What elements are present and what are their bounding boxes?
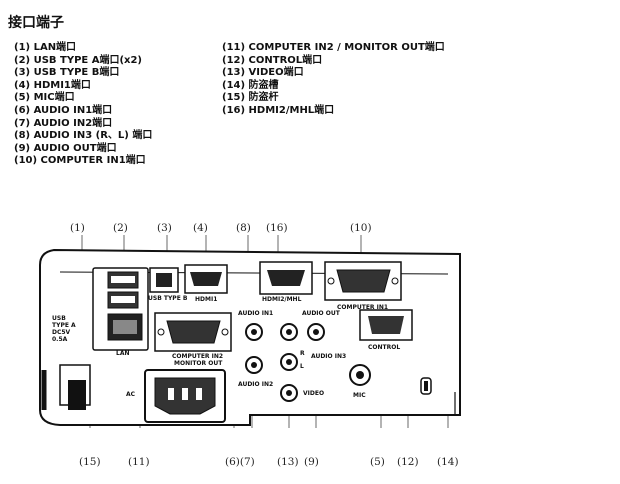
audio-ports: AUDIO IN1 AUDIO IN2 R L AUDIO IN3 VIDEO … <box>238 310 346 402</box>
projector-rear-panel-diagram: (1) (2) (3) (4) (8) (16) (10) (15) (11) … <box>39 222 461 468</box>
lan-label: LAN <box>116 350 130 357</box>
callout-10: (10) <box>350 222 372 234</box>
audio-in1-label: AUDIO IN1 <box>238 310 273 317</box>
port-list-left: (1) LAN端口 (2) USB TYPE A端口(x2) (3) USB T… <box>14 42 152 168</box>
callout-2: (2) <box>113 222 128 234</box>
list-item: (3) USB TYPE B端口 <box>14 67 120 79</box>
hdmi2-mhl-port: HDMI2/MHL <box>259 261 313 303</box>
usb-type-b-port: USB TYPE B <box>148 267 188 302</box>
security-slot <box>420 377 432 395</box>
list-item: (16) HDMI2/MHL端口 <box>222 104 335 116</box>
audio-in3-label: AUDIO IN3 <box>311 353 346 360</box>
list-item: (2) USB TYPE A端口(x2) <box>14 54 142 66</box>
callout-14: (14) <box>437 456 459 468</box>
callout-4: (4) <box>193 222 208 234</box>
hdmi1-port: HDMI1 <box>184 264 228 303</box>
list-item: (10) COMPUTER IN1端口 <box>14 155 146 167</box>
computer-in1-port: COMPUTER IN1 <box>324 261 402 311</box>
computer-in2-label: COMPUTER IN2 <box>172 353 223 360</box>
callout-11: (11) <box>128 456 150 468</box>
list-item: (5) MIC端口 <box>14 92 75 104</box>
callout-12: (12) <box>397 456 419 468</box>
computer-in2-port: COMPUTER IN2 MONITOR OUT <box>154 312 232 367</box>
list-item: (15) 防盗杆 <box>222 92 279 104</box>
callout-15: (15) <box>79 456 101 468</box>
list-item: (14) 防盗槽 <box>222 79 279 91</box>
control-port: CONTROL <box>359 309 413 351</box>
video-label: VIDEO <box>303 390 324 397</box>
callout-1: (1) <box>70 222 85 234</box>
list-item: (7) AUDIO IN2端口 <box>14 117 113 129</box>
mic-port: MIC <box>349 364 371 399</box>
list-item: (12) CONTROL端口 <box>222 54 323 66</box>
ac-label: AC <box>126 391 136 398</box>
control-label: CONTROL <box>368 344 400 351</box>
callout-8: (8) <box>236 222 251 234</box>
list-item: (11) COMPUTER IN2 / MONITOR OUT端口 <box>222 42 445 53</box>
ac-inlet: AC <box>126 369 226 423</box>
callout-13: (13) <box>277 456 299 468</box>
usb-type-a-label-line4: 0.5A <box>52 336 68 343</box>
port-list-right: (11) COMPUTER IN2 / MONITOR OUT端口 (12) C… <box>222 42 445 118</box>
page-title: 接口端子 <box>8 15 64 31</box>
usb-lan-group: USB TYPE A DC5V 0.5A LAN <box>52 267 149 357</box>
list-item: (13) VIDEO端口 <box>222 67 304 79</box>
audio-r-label: R <box>300 350 305 357</box>
usb-type-b-label: USB TYPE B <box>148 295 188 302</box>
audio-out-label: AUDIO OUT <box>302 310 341 317</box>
mic-label: MIC <box>353 392 366 399</box>
audio-l-label: L <box>300 363 304 370</box>
callout-6-7: (6)(7) <box>225 456 255 468</box>
usb-type-a-label-line2: TYPE A <box>52 322 76 329</box>
usb-type-a-label-line1: USB <box>52 315 66 322</box>
list-item: (6) AUDIO IN1端口 <box>14 104 113 116</box>
usb-type-a-label-line3: DC5V <box>52 329 71 336</box>
callout-9: (9) <box>304 456 319 468</box>
list-item: (9) AUDIO OUT端口 <box>14 142 117 154</box>
computer-in1-label: COMPUTER IN1 <box>337 304 388 311</box>
list-item: (4) HDMI1端口 <box>14 79 91 91</box>
hdmi1-label: HDMI1 <box>195 296 217 303</box>
hdmi2-label: HDMI2/MHL <box>262 296 302 303</box>
list-item: (8) AUDIO IN3 (R、L) 端口 <box>14 130 153 142</box>
monitor-out-label: MONITOR OUT <box>174 360 223 367</box>
callout-16: (16) <box>266 222 288 234</box>
callout-5: (5) <box>370 456 385 468</box>
audio-in2-label: AUDIO IN2 <box>238 381 273 388</box>
list-item: (1) LAN端口 <box>14 42 77 53</box>
callout-3: (3) <box>157 222 172 234</box>
